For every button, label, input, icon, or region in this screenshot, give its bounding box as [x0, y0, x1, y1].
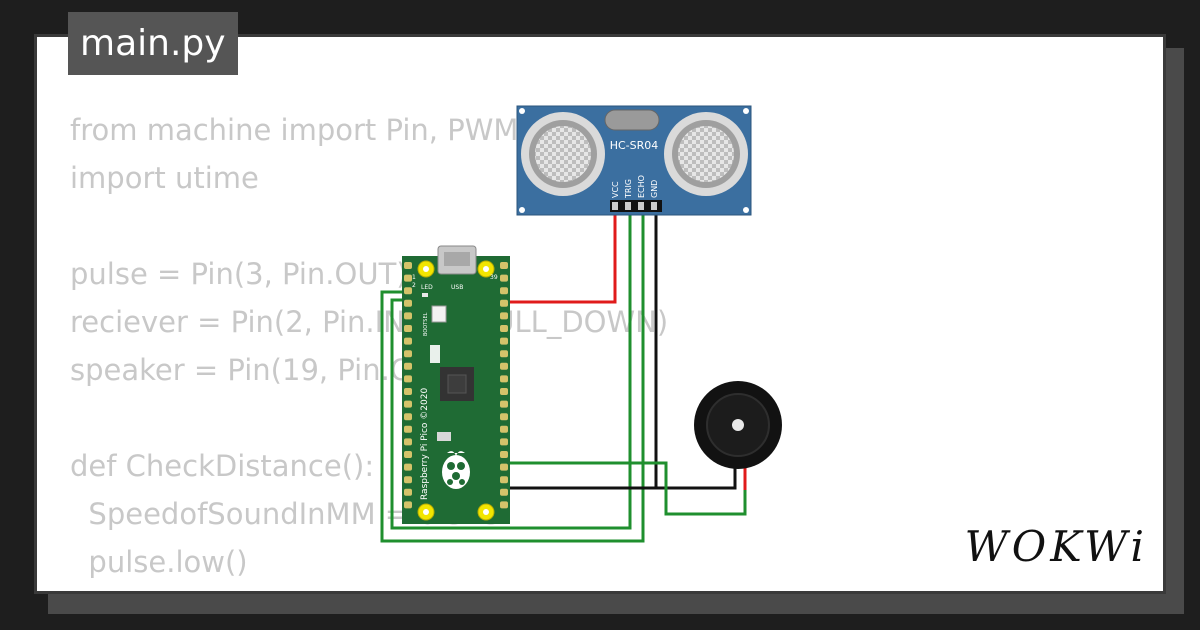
pico-pin-pad	[404, 287, 412, 295]
wire-gnd[interactable]	[500, 212, 658, 490]
pico-pin-pad	[500, 463, 508, 471]
code-line: def CheckDistance():	[70, 449, 375, 483]
pico-pin-pad	[500, 274, 508, 282]
code-line: reciever = Pin(2, Pin.IN, Pin.PULL_DOWN)	[70, 305, 669, 339]
pico-pin-pad	[404, 451, 412, 458]
pico-pin-pad	[404, 262, 412, 269]
pico-pin-39-label: 39	[490, 274, 498, 281]
pin-label-vcc: VCC	[611, 181, 620, 198]
code-line: speaker = Pin(19, Pin.OUT)	[70, 353, 463, 387]
wokwi-logo: WOKWi	[964, 522, 1148, 571]
wire-buzzer-signal[interactable]	[500, 461, 747, 516]
pico-pin-pad	[500, 287, 508, 295]
wire-trig[interactable]	[390, 212, 632, 530]
pico-pin-pad	[500, 501, 508, 509]
pico-pin-pad	[500, 375, 508, 383]
pico-pin-pad	[404, 312, 412, 320]
pico-pin-pad	[404, 400, 412, 408]
pico-pin-pad	[404, 337, 412, 345]
pin-label-gnd: GND	[650, 180, 659, 198]
code-line: pulse = Pin(3, Pin.OUT)	[70, 257, 408, 291]
sensor-receiver	[664, 112, 748, 196]
pico-pin-pad	[500, 488, 508, 496]
pico-pin-pad	[404, 375, 412, 383]
usb-label: USB	[451, 284, 463, 291]
raspberry-pi-pico[interactable]: 1 2 39 USB LED BOOTSEL Raspberry Pi Pico…	[402, 245, 510, 524]
wire-echo[interactable]	[380, 212, 645, 543]
pico-pin-pad	[500, 388, 508, 395]
pico-pin-pad	[404, 463, 412, 471]
pico-pin-pad	[500, 400, 508, 408]
pico-pin-pad	[404, 438, 412, 446]
pin-label-trig: TRIG	[624, 179, 633, 199]
pico-board-name: Raspberry Pi Pico ©2020	[420, 388, 430, 500]
bootsel-label: BOOTSEL	[423, 312, 429, 336]
pico-pin-pad	[500, 425, 508, 433]
code-line: pulse.low()	[70, 545, 248, 579]
pico-pin-pad	[404, 488, 412, 496]
bootsel-button[interactable]	[431, 305, 447, 323]
code-preview: from machine import Pin, PWM import utim…	[70, 106, 669, 591]
piezo-buzzer[interactable]	[694, 381, 782, 469]
code-line: from machine import Pin, PWM	[70, 113, 519, 147]
pico-pin-pad	[500, 451, 508, 458]
pico-pin-pad	[404, 501, 412, 509]
pico-pin-pad	[404, 274, 412, 282]
pico-pin-pad	[500, 262, 508, 269]
pico-pin-pad	[404, 299, 412, 307]
pico-pin-pad	[404, 388, 412, 395]
pico-pin-1-label: 1	[412, 274, 416, 281]
sensor-label: HC-SR04	[610, 139, 659, 152]
pico-pin-pad	[500, 337, 508, 345]
wire-vcc[interactable]	[500, 212, 617, 304]
file-tab[interactable]: main.py	[68, 12, 238, 75]
pico-pin-pad	[500, 350, 508, 358]
pico-pin-header	[404, 262, 508, 509]
pico-pin-pad	[404, 325, 412, 332]
led-label: LED	[421, 284, 433, 291]
wires	[380, 212, 747, 543]
raspberry-logo-icon	[442, 451, 470, 489]
pico-pin-pad	[404, 362, 412, 370]
ultrasonic-sensor[interactable]: HC-SR04 VCC TRIG ECHO GND	[516, 105, 752, 216]
pico-pin-pad	[500, 438, 508, 446]
pico-pin-pad	[404, 413, 412, 421]
pico-pin-pad	[500, 299, 508, 307]
code-line: import utime	[70, 161, 259, 195]
sensor-transmitter	[521, 112, 605, 196]
pico-pin-pad	[404, 425, 412, 433]
pico-pin-pad	[500, 312, 508, 320]
pico-pin-2-label: 2	[412, 282, 416, 289]
wire-buzzer-gnd[interactable]	[656, 468, 737, 490]
pico-pin-pad	[500, 325, 508, 332]
pico-pin-pad	[500, 476, 508, 484]
pico-pin-pad	[404, 476, 412, 484]
pico-pin-pad	[500, 362, 508, 370]
pico-pin-pad	[404, 350, 412, 358]
pin-label-echo: ECHO	[637, 175, 646, 198]
pico-pin-pad	[500, 413, 508, 421]
